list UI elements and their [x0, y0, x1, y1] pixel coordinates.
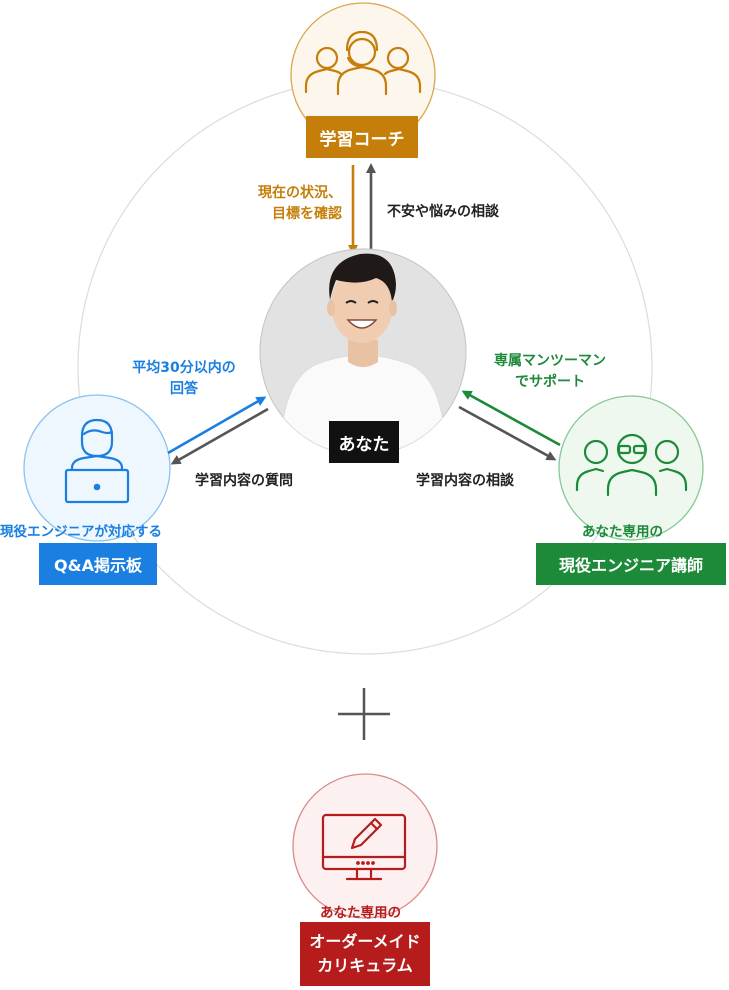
- arrow-mentor-to-you: [461, 390, 561, 447]
- coach-title: 学習コーチ: [306, 116, 418, 158]
- qa-title: Q&A掲示板: [39, 543, 157, 585]
- curriculum-title-line2: カリキュラム: [317, 956, 413, 975]
- curriculum-node: [292, 773, 438, 919]
- engineers-group-icon: [575, 433, 688, 497]
- mentor-support-label: 専属マンツーマン でサポート: [482, 351, 618, 393]
- qa-answer-label-line2: 回答: [170, 381, 198, 397]
- curriculum-title: オーダーメイド カリキュラム: [300, 922, 430, 986]
- you-label: あなた: [329, 421, 399, 463]
- arrow-you-to-qa: [170, 407, 269, 465]
- mentor-consult-label: 学習内容の相談: [416, 473, 514, 489]
- monitor-with-pencil-icon: [321, 813, 407, 881]
- mentor-support-label-line2: でサポート: [515, 374, 585, 390]
- coach-to-you-label-line2: 目標を確認: [272, 206, 342, 222]
- coach-node: [290, 2, 436, 148]
- mentor-caption: あなた専用の: [582, 524, 663, 540]
- curriculum-caption: あなた専用の: [320, 905, 401, 921]
- mentor-support-label-line1: 専属マンツーマン: [494, 353, 606, 369]
- you-photo: [259, 248, 467, 456]
- curriculum-title-line1: オーダーメイド: [309, 932, 421, 951]
- qa-answer-label: 平均30分以内の 回答: [122, 358, 246, 400]
- plus-icon: [338, 688, 390, 740]
- coach-to-you-label-line1: 現在の状況、: [258, 185, 342, 201]
- qa-answer-label-line1: 平均30分以内の: [132, 360, 236, 376]
- qa-caption: 現役エンジニアが対応する: [0, 524, 162, 540]
- coach-to-you-label: 現在の状況、 目標を確認: [252, 183, 342, 225]
- qa-question-label: 学習内容の質問: [195, 473, 293, 489]
- team-with-headset-icon: [304, 30, 422, 96]
- person-at-laptop-icon: [64, 418, 130, 504]
- mentor-title: 現役エンジニア講師: [536, 543, 726, 585]
- arrow-you-to-mentor: [458, 405, 557, 461]
- you-to-coach-label: 不安や悩みの相談: [387, 204, 499, 220]
- mentor-node: [558, 395, 704, 541]
- arrow-qa-to-you: [167, 396, 267, 455]
- qa-node: [23, 394, 171, 542]
